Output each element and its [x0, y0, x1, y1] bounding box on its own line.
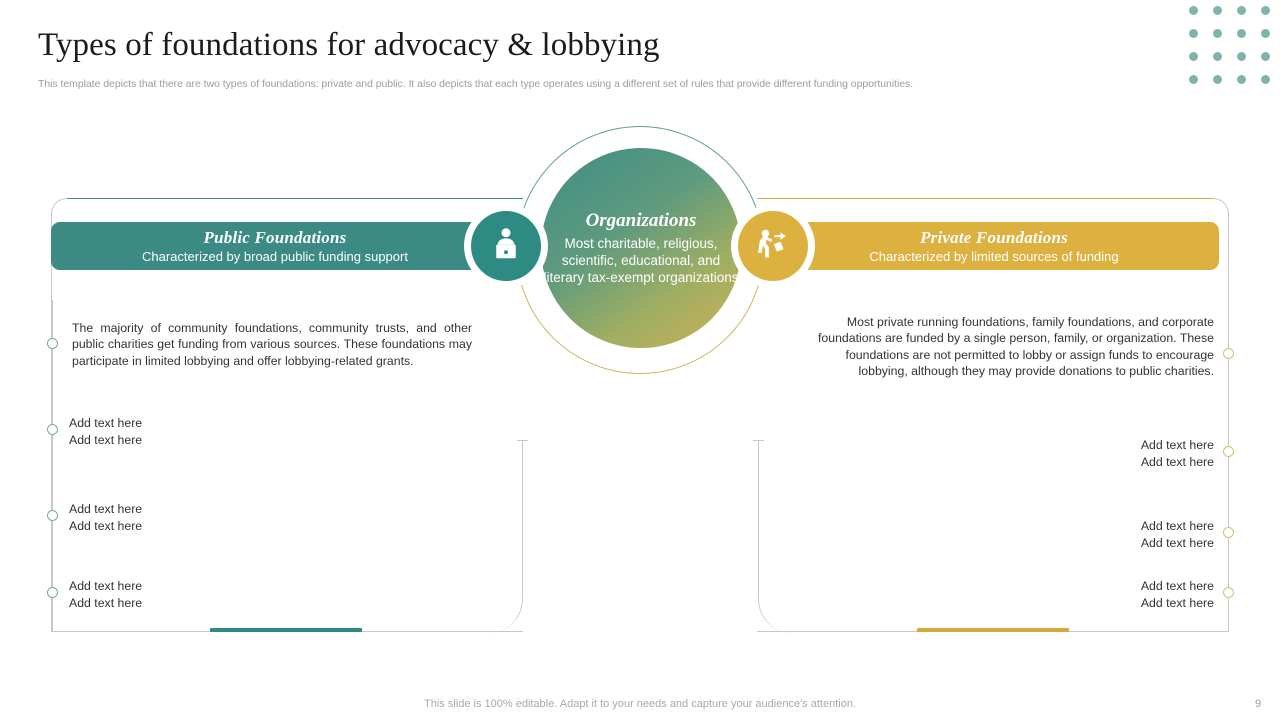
public-marker-0[interactable] — [47, 338, 58, 349]
public-banner-subtitle: Characterized by broad public funding su… — [142, 248, 408, 264]
public-inner-rail-cap — [517, 440, 528, 441]
private-marker-0[interactable] — [1223, 348, 1234, 359]
grid-dot — [1189, 75, 1198, 84]
grid-dot — [1261, 52, 1270, 61]
private-note-2-line1: Add text here — [1140, 579, 1214, 593]
public-foundations-banner[interactable]: Public Foundations Characterized by broa… — [51, 222, 499, 270]
public-marker-3[interactable] — [47, 587, 58, 598]
organizations-circle: Organizations Most charitable, religious… — [541, 148, 741, 348]
public-note-0: Add text here Add text here — [69, 415, 142, 448]
public-note-2: Add text here Add text here — [69, 578, 142, 611]
person-pushing-box-icon — [755, 226, 791, 267]
public-inner-rail — [522, 440, 523, 595]
private-note-1-line1: Add text here — [1140, 519, 1214, 533]
private-note-2-line2: Add text here — [1140, 595, 1214, 610]
grid-dot — [1261, 6, 1270, 15]
public-note-2-line2: Add text here — [69, 595, 143, 610]
person-pushing-box-icon-badge — [738, 211, 808, 281]
public-inner-curve — [489, 563, 523, 633]
page-title: Types of foundations for advocacy & lobb… — [38, 27, 660, 63]
grid-dot — [1237, 6, 1246, 15]
organizations-body: Most charitable, religious, scientific, … — [543, 235, 739, 286]
private-banner-title: Private Foundations — [920, 227, 1068, 247]
public-marker-2[interactable] — [47, 510, 58, 521]
grid-dot — [1261, 75, 1270, 84]
grid-dot — [1213, 29, 1222, 38]
public-note-0-line1: Add text here — [69, 416, 143, 430]
public-note-0-line2: Add text here — [69, 432, 143, 447]
grid-dot — [1189, 29, 1198, 38]
private-timeline-rail — [1228, 300, 1229, 631]
private-note-1: Add text here Add text here — [1014, 518, 1214, 551]
private-frame-top-accent — [757, 198, 1213, 199]
grid-dot — [1237, 52, 1246, 61]
page-number: 9 — [1255, 698, 1262, 710]
private-note-0-line1: Add text here — [1140, 438, 1214, 452]
private-marker-3[interactable] — [1223, 587, 1234, 598]
podium-speaker-icon-badge — [471, 211, 541, 281]
grid-dot — [1189, 52, 1198, 61]
public-note-2-line1: Add text here — [69, 579, 143, 593]
private-banner-subtitle: Characterized by limited sources of fund… — [869, 248, 1119, 264]
private-note-1-line2: Add text here — [1140, 535, 1214, 550]
podium-speaker-icon — [488, 226, 524, 267]
grid-dot — [1237, 29, 1246, 38]
public-timeline-rail — [52, 300, 53, 631]
private-note-2: Add text here Add text here — [1014, 578, 1214, 611]
public-marker-1[interactable] — [47, 424, 58, 435]
private-foundations-banner[interactable]: Private Foundations Characterized by lim… — [769, 222, 1219, 270]
public-note-1: Add text here Add text here — [69, 501, 142, 534]
public-banner-title: Public Foundations — [203, 227, 347, 247]
private-inner-curve — [758, 563, 792, 633]
public-accent-bar — [210, 628, 362, 632]
private-accent-bar — [917, 628, 1069, 632]
public-body-text: The majority of community foundations, c… — [72, 321, 472, 368]
private-body-text: Most private running foundations, family… — [817, 315, 1214, 379]
dot-grid-decoration — [1189, 6, 1280, 98]
private-note-0: Add text here Add text here — [1014, 437, 1214, 470]
public-frame-top-accent — [67, 198, 523, 199]
private-inner-rail-cap — [753, 440, 764, 441]
grid-dot — [1213, 6, 1222, 15]
grid-dot — [1261, 29, 1270, 38]
footer-note: This slide is 100% editable. Adapt it to… — [424, 698, 856, 710]
grid-dot — [1213, 75, 1222, 84]
private-inner-rail — [758, 440, 759, 595]
private-marker-2[interactable] — [1223, 527, 1234, 538]
public-note-1-line2: Add text here — [69, 518, 143, 533]
page-subtitle: This template depicts that there are two… — [38, 78, 914, 90]
grid-dot — [1189, 6, 1198, 15]
grid-dot — [1213, 52, 1222, 61]
public-note-1-line1: Add text here — [69, 502, 143, 516]
private-note-0-line2: Add text here — [1140, 454, 1214, 469]
organizations-title: Organizations — [585, 209, 697, 231]
private-marker-1[interactable] — [1223, 446, 1234, 457]
grid-dot — [1237, 75, 1246, 84]
